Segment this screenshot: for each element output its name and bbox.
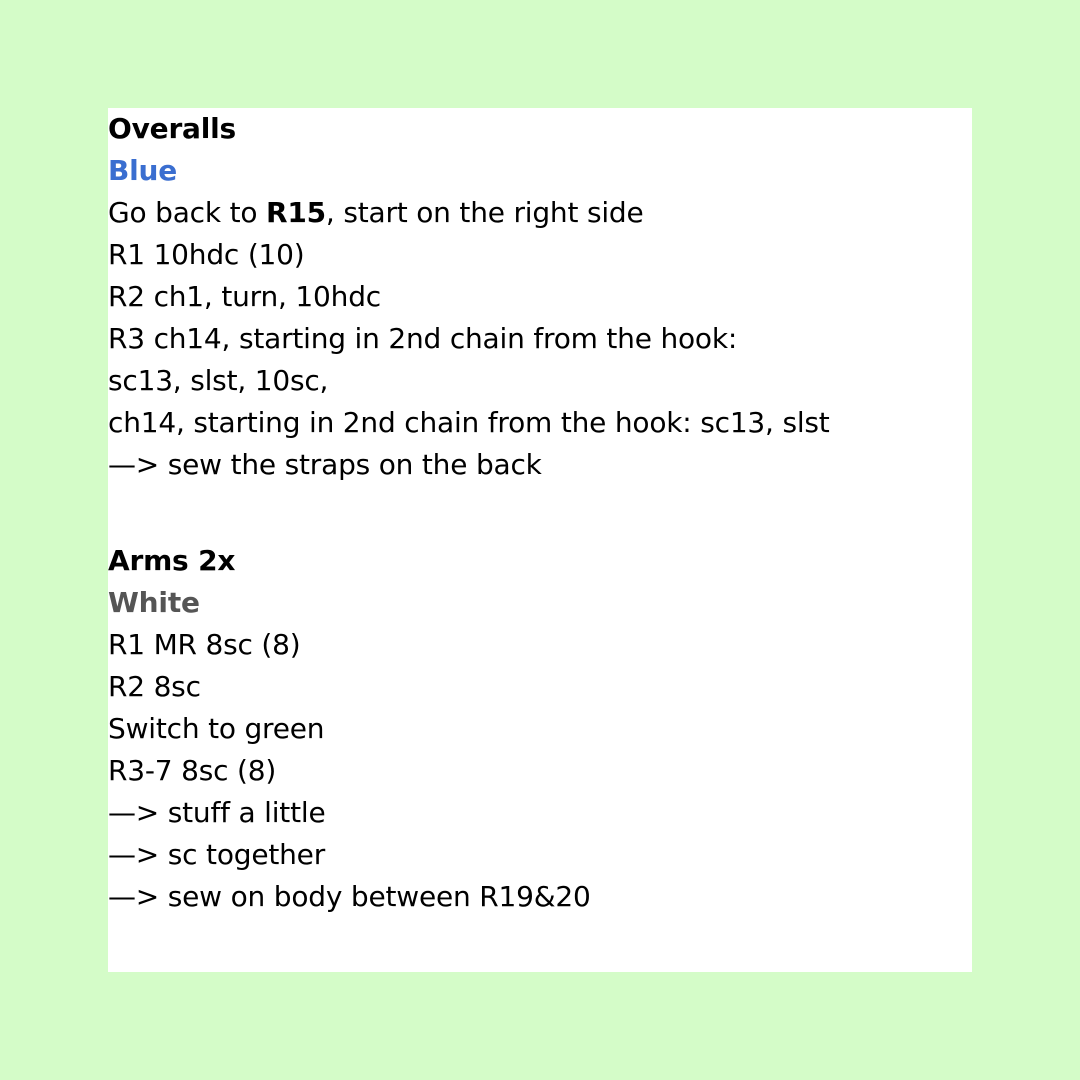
- section-spacer: [108, 486, 972, 540]
- overalls-intro-suffix: , start on the right side: [325, 196, 644, 229]
- arms-step: R1 MR 8sc (8): [108, 628, 301, 661]
- arms-step: Switch to green: [108, 712, 325, 745]
- pattern-text: Overalls Blue Go back to R15, start on t…: [108, 108, 972, 918]
- overalls-step: ch14, starting in 2nd chain from the hoo…: [108, 406, 830, 439]
- arms-step: —> sc together: [108, 838, 326, 871]
- arms-step: —> sew on body between R19&20: [108, 880, 591, 913]
- overalls-intro: Go back to R15, start on the right side: [108, 192, 972, 234]
- overalls-color-label: Blue: [108, 154, 178, 187]
- overalls-heading: Overalls: [108, 112, 237, 145]
- arms-heading: Arms 2x: [108, 544, 236, 577]
- arms-step: R2 8sc: [108, 670, 201, 703]
- pattern-card: Overalls Blue Go back to R15, start on t…: [108, 108, 972, 972]
- overalls-intro-round: R15: [265, 196, 326, 229]
- arms-step: R3-7 8sc (8): [108, 754, 277, 787]
- arms-color-label: White: [108, 586, 200, 619]
- overalls-intro-prefix: Go back to: [108, 196, 266, 229]
- overalls-step: R2 ch1, turn, 10hdc: [108, 280, 381, 313]
- overalls-step: sc13, slst, 10sc,: [108, 364, 329, 397]
- arms-step: —> stuff a little: [108, 796, 326, 829]
- overalls-step: R1 10hdc (10): [108, 238, 305, 271]
- overalls-step: R3 ch14, starting in 2nd chain from the …: [108, 322, 738, 355]
- overalls-step: —> sew the straps on the back: [108, 448, 542, 481]
